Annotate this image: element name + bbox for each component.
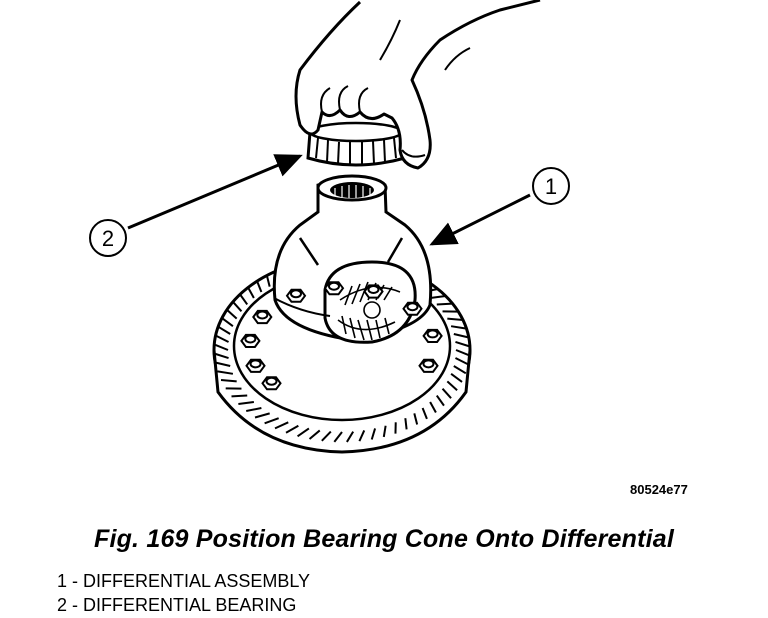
gear-tooth (446, 380, 458, 391)
figure-caption: Fig. 169 Position Bearing Cone Onto Diff… (93, 525, 675, 553)
gear-tooth (215, 334, 229, 343)
gear-tooth (232, 301, 243, 313)
gear-tooth (346, 431, 355, 443)
gear-tooth (256, 280, 263, 293)
legend: 1 - DIFFERENTIAL ASSEMBLY 2 - DIFFERENTI… (57, 569, 310, 617)
legend-item-1: 1 - DIFFERENTIAL ASSEMBLY (57, 571, 311, 591)
bolt-head (323, 281, 345, 296)
callout-2-circle (89, 219, 127, 257)
gear-tooth (247, 286, 255, 299)
callout-1: 1 (429, 167, 570, 246)
gear-tooth (447, 317, 464, 321)
gear-tooth (214, 361, 231, 367)
bearing-cone (306, 121, 407, 167)
gear-tooth (441, 387, 452, 399)
gear-tooth (213, 352, 229, 359)
gear-tooth (382, 425, 387, 438)
figure-code: 80524e77 (630, 482, 688, 497)
ring-gear-bolts (240, 281, 443, 391)
gear-tooth (226, 309, 238, 320)
callout-2: 2 (89, 154, 303, 257)
gear-tooth (413, 413, 419, 425)
gear-tooth (450, 325, 467, 330)
gear-tooth (429, 295, 446, 299)
callout-2-number: 2 (102, 226, 114, 251)
gear-tooth (221, 317, 234, 327)
callout-1-circle (532, 167, 570, 205)
bolt-head (418, 358, 439, 373)
bolt-head (363, 284, 384, 299)
gear-tooth (358, 430, 366, 442)
gear-tooth (285, 424, 299, 434)
gear-tooth (274, 421, 289, 430)
gear-tooth (220, 379, 237, 383)
bolt-head (245, 358, 266, 373)
gear-tooth (239, 293, 249, 306)
gear-tooth (455, 357, 469, 366)
gear-tooth (333, 431, 343, 443)
gear-tooth (436, 302, 453, 306)
gear-tooth (421, 407, 428, 420)
differential-illustration: 1 2 (89, 0, 570, 454)
gear-tooth (429, 401, 437, 414)
gear-tooth (404, 418, 408, 430)
gear-tooth (308, 429, 321, 440)
gear-tooth (453, 333, 470, 339)
gear-tooth (453, 365, 467, 375)
gear-tooth (264, 417, 280, 425)
gear-tooth (296, 427, 310, 438)
bolt-head (252, 309, 273, 325)
gear-tooth (455, 341, 471, 348)
gear-tooth (265, 275, 271, 287)
differential-case (272, 174, 433, 344)
legend-item-2: 2 - DIFFERENTIAL BEARING (57, 595, 297, 615)
gear-tooth (231, 394, 248, 398)
gear-tooth (213, 343, 229, 351)
bolt-head (240, 333, 261, 348)
hand (294, 0, 541, 170)
gear-tooth (435, 394, 445, 407)
bolt-head (285, 288, 307, 303)
callout-1-number: 1 (545, 174, 557, 199)
gear-tooth (238, 401, 255, 405)
gear-tooth (217, 370, 234, 375)
bolt-head (422, 328, 443, 343)
gear-tooth (246, 407, 262, 413)
bolt-head (402, 301, 423, 316)
gear-tooth (254, 412, 270, 419)
gear-tooth (321, 430, 332, 442)
gear-tooth (370, 428, 377, 440)
bolt-head (261, 376, 282, 391)
gear-tooth (455, 349, 471, 357)
gear-tooth (217, 325, 231, 335)
gear-tooth (450, 373, 463, 383)
